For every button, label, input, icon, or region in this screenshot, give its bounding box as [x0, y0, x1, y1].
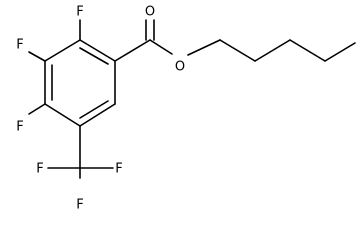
- atom-label-cf3-f-left: F: [36, 162, 43, 177]
- bond-pentyl-4: [324, 42, 356, 62]
- atom-label-cf3-f-right: F: [115, 162, 122, 177]
- atom-labels: F F F O O F F F: [16, 5, 185, 213]
- atom-label-cf3-f-bottom: F: [76, 198, 83, 213]
- bond-carbonyl-oester: [149, 39, 173, 55]
- bond-pentyl-2: [254, 39, 291, 62]
- bond-oester-ch2: [187, 39, 221, 56]
- ring-bond-c1-c2: [79, 39, 116, 62]
- atom-label-f-meta: F: [16, 38, 23, 53]
- atom-label-f-para: F: [16, 120, 23, 135]
- bond-pentyl-1: [219, 39, 256, 62]
- ring-double-bond-c1-c2: [79, 47, 109, 65]
- bond-c4-f: [28, 103, 46, 115]
- bond-ring-carbonyl: [114, 39, 151, 62]
- ring-bond-c2-c3: [44, 39, 81, 62]
- bond-pentyl-3: [289, 39, 326, 62]
- atom-label-f-ortho: F: [76, 5, 83, 20]
- chemical-structure: F F F O O F F F: [16, 5, 356, 213]
- bonds: [28, 19, 356, 179]
- atom-label-o-ester: O: [175, 60, 185, 75]
- ring-bond-c5-c6: [79, 103, 116, 127]
- bond-c3-f: [28, 51, 46, 62]
- ring-bond-c4-c5: [44, 103, 81, 127]
- ring-double-bond-c5-c6: [79, 100, 109, 119]
- atom-label-o-carbonyl: O: [145, 5, 155, 20]
